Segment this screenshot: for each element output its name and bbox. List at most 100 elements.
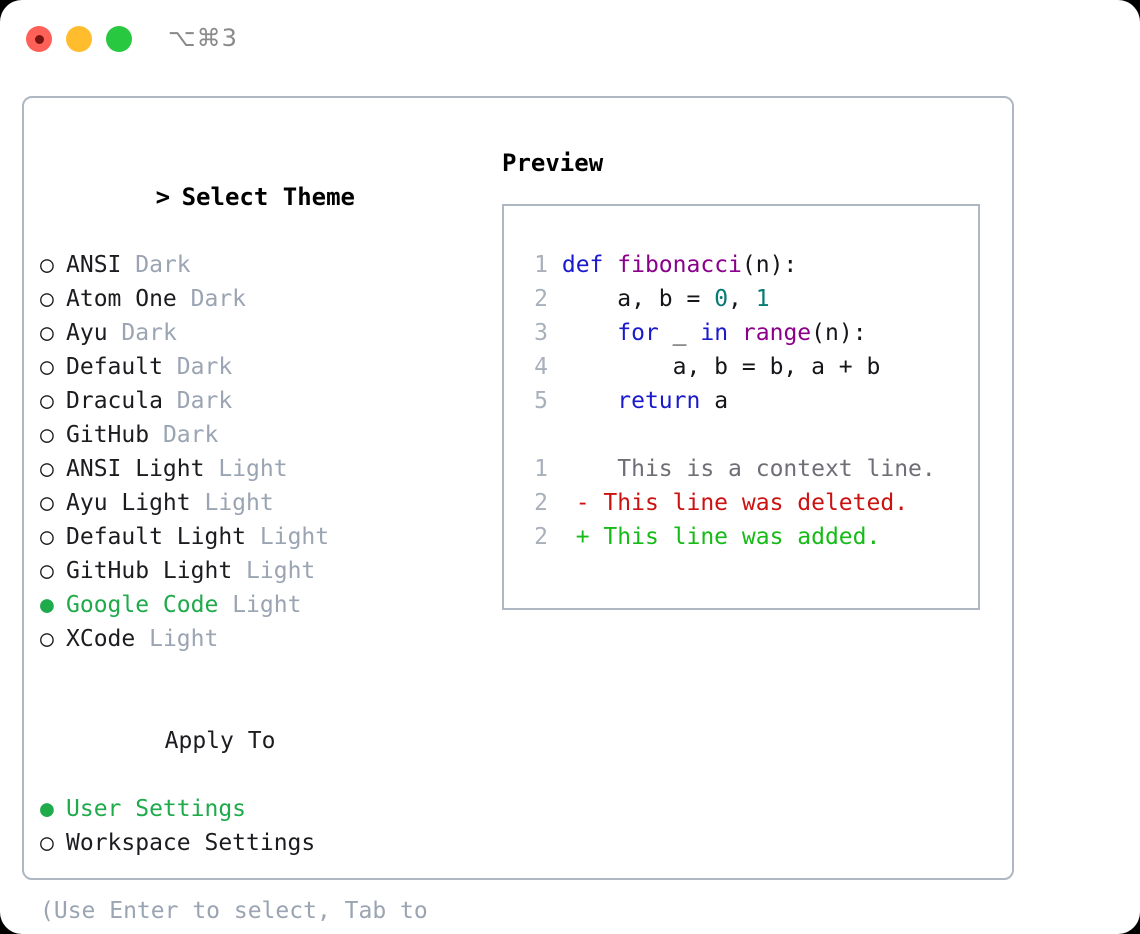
radio-selected-icon: ● (40, 796, 54, 822)
code-token: range (741, 320, 812, 346)
line-number: 1 (534, 456, 548, 482)
prompt-caret-icon: > (155, 183, 171, 211)
code-token: a (700, 388, 729, 414)
theme-list-item[interactable]: ○ Default Light Light (40, 520, 480, 554)
minimize-icon[interactable] (66, 26, 92, 52)
diff-sign: + (575, 524, 590, 550)
gutter-gap (548, 354, 562, 380)
code-token: fibonacci (617, 252, 742, 278)
close-icon[interactable] (26, 26, 52, 52)
keyboard-hint: (Use Enter to select, Tab to change focu… (40, 898, 428, 934)
theme-list-item[interactable]: ○Dracula Dark (40, 384, 480, 418)
code-token: for (617, 320, 659, 346)
theme-name: ANSI (66, 252, 122, 278)
radio-unselected-icon: ○ (40, 830, 54, 856)
theme-variant-badge: Light (149, 626, 219, 652)
diff-line: 1 This is a context line. (522, 452, 936, 486)
code-token: , (728, 286, 756, 312)
gutter-gap (548, 286, 562, 312)
code-blank-line (522, 418, 936, 452)
code-token: a, b = (561, 286, 715, 312)
code-token: def (561, 252, 604, 278)
theme-name: Ayu (66, 320, 108, 346)
radio-unselected-icon: ○ (40, 558, 54, 584)
code-token: return (617, 388, 701, 414)
radio-unselected-icon: ○ (40, 388, 54, 414)
code-token: _ (658, 320, 701, 346)
theme-name: Ayu Light (66, 490, 191, 516)
code-line: 4 a, b = b, a + b (522, 350, 936, 384)
theme-name: XCode (66, 626, 136, 652)
theme-list-item[interactable]: ○ANSI Dark (40, 248, 480, 282)
theme-variant-badge: Dark (121, 320, 177, 346)
theme-variant-badge: Dark (135, 252, 191, 278)
apply-to-option[interactable]: ○ Workspace Settings (40, 826, 480, 860)
theme-variant-badge: Light (232, 592, 302, 618)
line-number: 3 (534, 320, 548, 346)
theme-variant-badge: Light (218, 456, 288, 482)
radio-unselected-icon: ○ (40, 456, 54, 482)
diff-text: This line was deleted. (589, 490, 909, 516)
code-token: (n): (811, 320, 867, 346)
theme-variant-badge: Light (204, 490, 274, 516)
theme-name: Google Code (66, 592, 219, 618)
preview-pane: Preview 1 def fibonacci(n):2 a, b = 0, 1… (502, 146, 1002, 610)
theme-picker-heading: >Select Theme (40, 146, 480, 248)
apply-to-title: Apply To (40, 690, 480, 792)
theme-name-gap (177, 286, 191, 312)
apply-to-list: ●User Settings ○ Workspace Settings (40, 792, 480, 860)
theme-name: Default Light (66, 524, 247, 550)
theme-list-item[interactable]: ○Ayu Dark (40, 316, 480, 350)
theme-list-item[interactable]: ○Default Dark (40, 350, 480, 384)
radio-unselected-icon: ○ (40, 422, 54, 448)
theme-name: Default (66, 354, 163, 380)
theme-name-gap (232, 558, 246, 584)
code-line: 2 a, b = 0, 1 (522, 282, 936, 316)
gutter-gap (548, 252, 562, 278)
code-token: (n): (741, 252, 798, 278)
theme-name-gap (246, 524, 260, 550)
maximize-icon[interactable] (106, 26, 132, 52)
theme-list: ○ANSI Dark○Atom One Dark○Ayu Dark○Defaul… (40, 248, 480, 656)
theme-list-item[interactable]: ○ Ayu Light Light (40, 486, 480, 520)
diff-sign: - (575, 490, 590, 516)
diff-line: 2 - This line was deleted. (522, 486, 936, 520)
code-token: in (700, 320, 729, 346)
radio-unselected-icon: ○ (40, 490, 54, 516)
apply-to-option-label: Workspace Settings (66, 830, 316, 856)
theme-list-item[interactable]: ○ANSI Light Light (40, 452, 480, 486)
theme-list-item[interactable]: ○GitHub Light Light (40, 554, 480, 588)
theme-name-gap (108, 320, 122, 346)
theme-list-item[interactable]: ○Atom One Dark (40, 282, 480, 316)
theme-list-item[interactable]: ● Google Code Light (40, 588, 480, 622)
code-token: a, b = b, a + b (561, 354, 881, 380)
theme-list-item[interactable]: ○ XCode Light (40, 622, 480, 656)
theme-variant-badge: Dark (162, 422, 219, 448)
code-token (728, 320, 742, 346)
theme-name-gap (121, 252, 135, 278)
radio-unselected-icon: ○ (40, 524, 54, 550)
radio-unselected-icon: ○ (40, 626, 54, 652)
list-spacer (40, 656, 480, 690)
apply-to-option[interactable]: ●User Settings (40, 792, 480, 826)
line-number: 2 (534, 490, 548, 516)
code-token (562, 320, 617, 346)
theme-name-gap (204, 456, 218, 482)
theme-list-item[interactable]: ○GitHub Dark (40, 418, 480, 452)
code-line: 1 def fibonacci(n): (522, 248, 936, 282)
code-token (603, 252, 617, 278)
theme-variant-badge: Light (259, 524, 330, 550)
preview-title: Preview (502, 149, 604, 177)
diff-text: This line was added. (589, 524, 881, 550)
theme-name-gap (163, 354, 177, 380)
theme-name: Dracula (66, 388, 163, 414)
theme-variant-badge: Dark (190, 286, 247, 312)
radio-selected-icon: ● (40, 592, 54, 618)
title-bar: ⌥⌘3 (0, 0, 1140, 78)
gutter-gap (548, 388, 562, 414)
theme-name-gap (191, 490, 205, 516)
code-token (562, 388, 617, 414)
